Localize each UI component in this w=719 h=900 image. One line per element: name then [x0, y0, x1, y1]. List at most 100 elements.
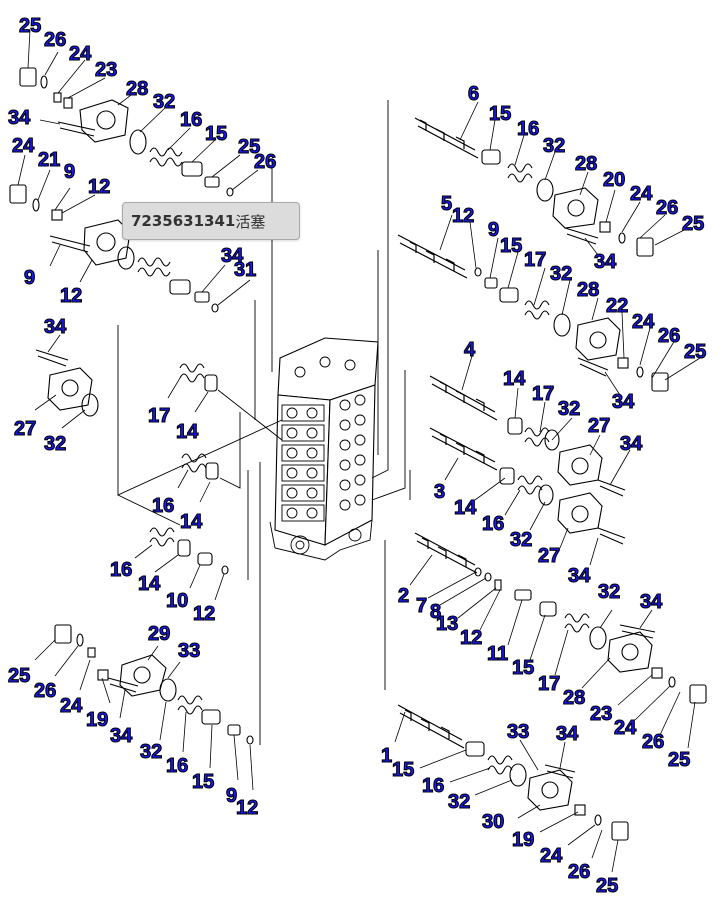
callout-label: 5 — [441, 193, 452, 215]
callout-label: 15 — [392, 759, 414, 781]
callout-label: 16 — [166, 755, 188, 777]
callout-leaders — [17, 29, 701, 873]
callout-label: 33 — [178, 640, 200, 662]
callout-label: 26 — [568, 861, 590, 883]
callout-label: 25 — [8, 665, 30, 687]
callout-label: 17 — [524, 249, 546, 271]
callout-label: 1 — [381, 745, 392, 767]
callout-label: 34 — [640, 591, 663, 613]
callout-label: 12 — [60, 285, 82, 307]
callout-label: 15 — [489, 103, 511, 125]
callout-label: 23 — [95, 59, 117, 81]
tooltip-part-number: 7235631341 — [131, 212, 236, 230]
tooltip-part-name: 活塞 — [235, 212, 266, 231]
callout-label: 21 — [38, 149, 60, 171]
callout-label: 24 — [540, 845, 563, 867]
callout-label: 27 — [538, 545, 560, 567]
callout-label: 32 — [44, 433, 66, 455]
callout-label: 3 — [434, 481, 445, 503]
callout-label: 11 — [487, 643, 508, 665]
callout-label: 25 — [238, 136, 260, 158]
callout-label: 34 — [221, 245, 244, 267]
callout-label: 33 — [507, 721, 529, 743]
callout-label: 32 — [550, 263, 572, 285]
callout-labels: 25 26 24 23 28 34 32 16 15 25 26 24 21 9… — [7, 14, 706, 897]
callout-label: 28 — [577, 279, 599, 301]
callout-label: 20 — [603, 169, 625, 191]
callout-label: 25 — [668, 749, 690, 771]
callout-label: 15 — [512, 657, 534, 679]
callout-label: 25 — [682, 213, 704, 235]
callout-label: 7 — [416, 595, 427, 617]
callout-label: 16 — [152, 495, 174, 517]
callout-label: 25 — [596, 875, 618, 897]
callout-label: 16 — [180, 109, 202, 131]
callout-label: 30 — [482, 811, 504, 833]
callout-label: 34 — [110, 725, 133, 747]
callout-label: 26 — [656, 197, 678, 219]
callout-label: 6 — [468, 83, 479, 105]
callout-label: 16 — [110, 559, 132, 581]
callout-label: 10 — [166, 590, 188, 612]
callout-label: 27 — [14, 418, 36, 440]
callout-label: 9 — [24, 267, 35, 289]
callout-label: 12 — [88, 176, 110, 198]
callout-label: 8 — [430, 601, 441, 623]
callout-label: 34 — [568, 565, 591, 587]
callout-label: 32 — [448, 791, 470, 813]
callout-label: 26 — [254, 151, 276, 173]
callout-label: 9 — [226, 785, 237, 807]
callout-label: 32 — [510, 529, 532, 551]
callout-label: 4 — [464, 339, 476, 361]
callout-label: 26 — [44, 29, 66, 51]
callout-label: 24 — [69, 43, 92, 65]
callout-label: 29 — [148, 623, 170, 645]
callout-label: 28 — [575, 153, 597, 175]
callout-label: 34 — [44, 316, 67, 338]
callout-label: 12 — [460, 627, 482, 649]
callout-label: 16 — [482, 513, 504, 535]
callout-label: 32 — [558, 398, 580, 420]
assembly-leaders — [117, 100, 411, 745]
callout-label: 26 — [34, 680, 56, 702]
callout-label: 16 — [517, 118, 539, 140]
callout-label: 15 — [500, 235, 522, 257]
callout-label: 26 — [658, 325, 680, 347]
callout-label: 14 — [503, 368, 526, 390]
callout-label: 17 — [532, 383, 554, 405]
callout-label: 13 — [436, 613, 458, 635]
callout-label: 24 — [12, 135, 35, 157]
callout-label: 19 — [86, 709, 108, 731]
callout-label: 32 — [543, 135, 565, 157]
callout-label: 14 — [138, 573, 161, 595]
callout-label: 34 — [594, 251, 617, 273]
spool-parts — [397, 117, 498, 749]
callout-label: 24 — [630, 183, 653, 205]
callout-label: 15 — [192, 771, 214, 793]
callout-label: 15 — [205, 123, 227, 145]
callout-label: 26 — [642, 731, 664, 753]
callout-label: 32 — [153, 91, 175, 113]
callout-label: 34 — [620, 433, 643, 455]
callout-label: 24 — [60, 695, 83, 717]
callout-label: 14 — [180, 511, 203, 533]
callout-label: 28 — [126, 78, 148, 100]
callout-label: 24 — [632, 311, 655, 333]
callout-label: 22 — [606, 295, 628, 317]
callout-label: 31 — [234, 259, 256, 281]
callout-label: 17 — [538, 673, 560, 695]
callout-label: 23 — [590, 703, 612, 725]
callout-label: 12 — [452, 205, 474, 227]
callout-label: 12 — [236, 797, 258, 819]
callout-label: 24 — [614, 717, 637, 739]
callout-label: 16 — [422, 775, 444, 797]
callout-label: 19 — [512, 829, 534, 851]
valve-body — [269, 337, 379, 561]
callout-label: 14 — [454, 497, 477, 519]
callout-label: 25 — [19, 15, 41, 37]
callout-label: 17 — [148, 405, 170, 427]
callout-label: 34 — [612, 391, 635, 413]
